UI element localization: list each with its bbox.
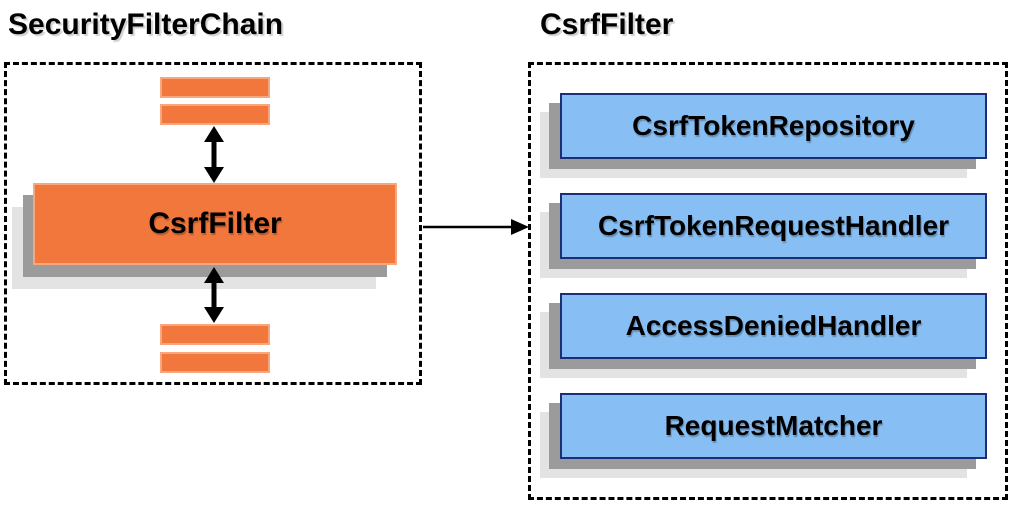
security-filter-chain-title: SecurityFilterChain: [8, 8, 284, 41]
component-label: CsrfTokenRequestHandler: [597, 210, 950, 241]
filter-placeholder-bar-bottom-2: [160, 352, 270, 373]
component-box-csrf-token-request-handler: CsrfTokenRequestHandler: [560, 193, 987, 259]
csrf-filter-box-label: CsrfFilter: [148, 207, 282, 240]
filter-placeholder-bar-top-1: [160, 77, 270, 98]
bidirectional-arrow-top-icon: [204, 126, 224, 183]
filter-placeholder-bar-bottom-1: [160, 324, 270, 345]
component-label: RequestMatcher: [664, 410, 883, 441]
bidirectional-arrow-bottom-icon: [204, 267, 224, 323]
component-box-access-denied-handler: AccessDeniedHandler: [560, 293, 987, 359]
flow-arrow-icon: [423, 219, 529, 235]
component-label: CsrfTokenRepository: [632, 110, 915, 141]
component-label: AccessDeniedHandler: [625, 310, 922, 341]
component-box-csrf-token-repository: CsrfTokenRepository: [560, 93, 987, 159]
csrf-filter-group-box: [528, 62, 1008, 500]
filter-placeholder-bar-top-2: [160, 104, 270, 125]
csrf-filter-box: CsrfFilter: [33, 183, 397, 265]
security-filter-chain-group-box: [4, 62, 422, 385]
csrf-filter-title: CsrfFilter: [540, 8, 674, 41]
component-box-request-matcher: RequestMatcher: [560, 393, 987, 459]
